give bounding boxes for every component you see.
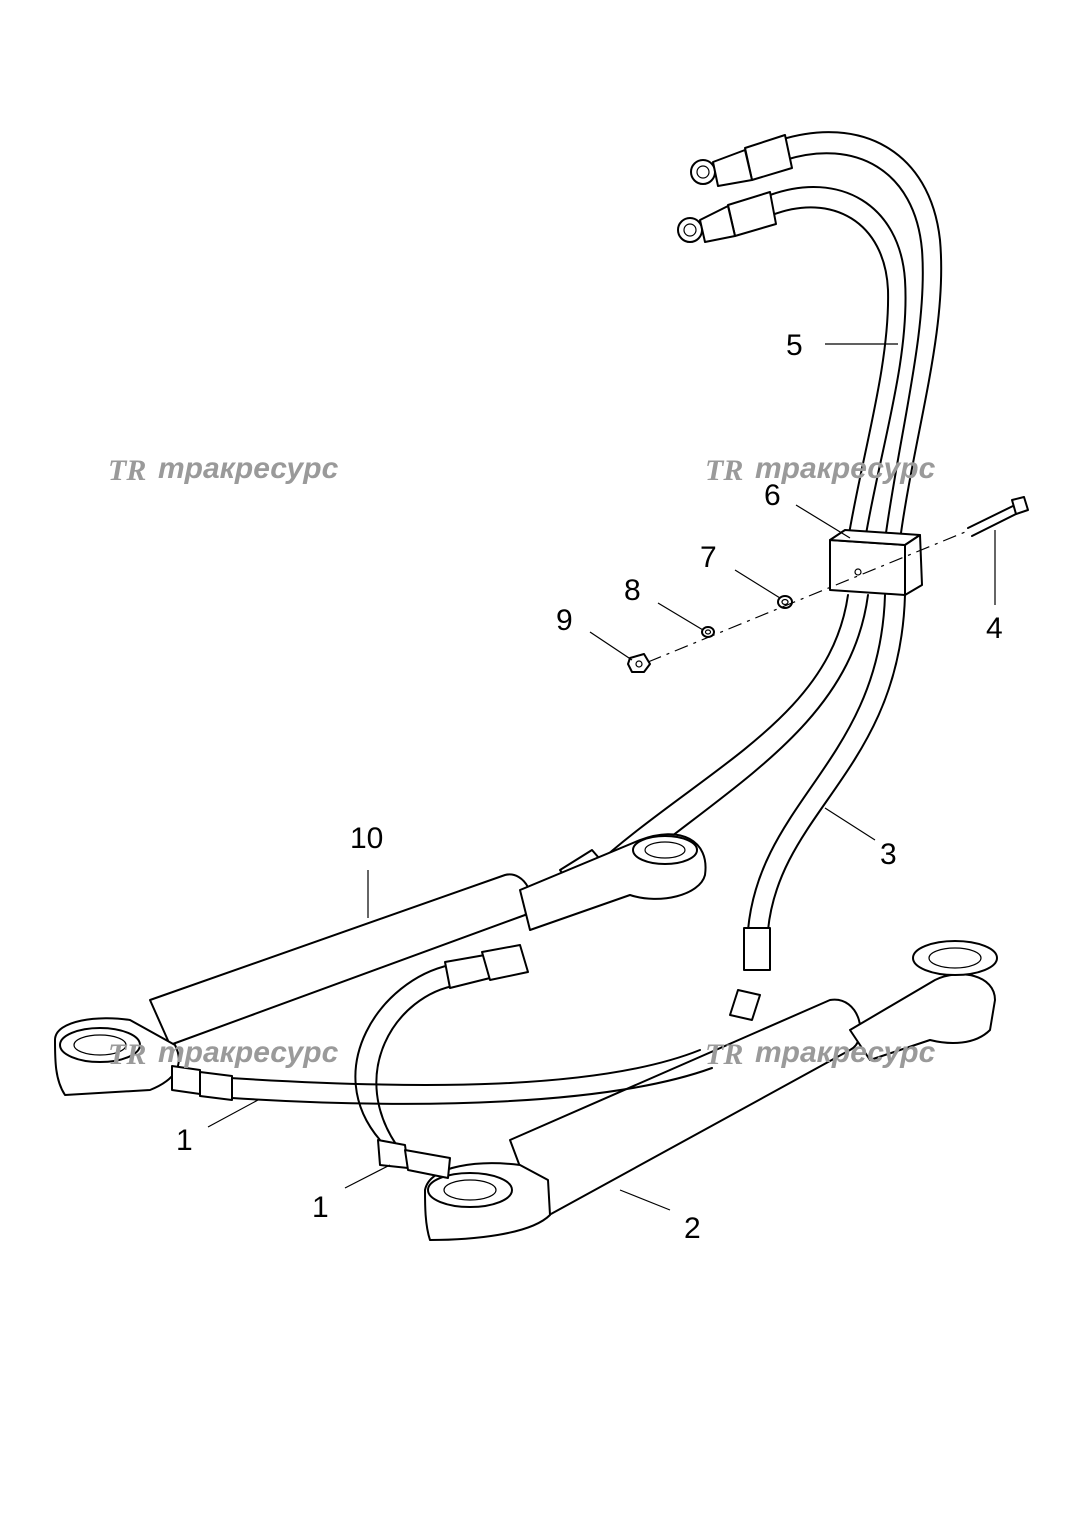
bolt-axis-line bbox=[647, 529, 971, 663]
clamp-block bbox=[829, 529, 923, 596]
callout-8: 8 bbox=[624, 574, 641, 607]
svg-text:тракресурс: тракресурс bbox=[158, 1036, 339, 1069]
cylinder-2 bbox=[424, 940, 998, 1241]
hose-3 bbox=[729, 594, 906, 1021]
bolt bbox=[967, 496, 1029, 537]
leader-lines bbox=[207, 343, 996, 1211]
callout-1-upper: 1 bbox=[176, 1124, 193, 1157]
callout-4: 4 bbox=[986, 612, 1003, 645]
watermark-bottom-right: TR тракресурс bbox=[705, 1036, 936, 1071]
svg-text:TR: TR bbox=[705, 1038, 743, 1071]
fastener-set bbox=[627, 595, 793, 673]
hose-pair-upper bbox=[677, 131, 943, 541]
svg-text:тракресурс: тракресурс bbox=[158, 452, 339, 485]
callout-10: 10 bbox=[350, 822, 383, 855]
svg-text:TR: TR bbox=[108, 454, 146, 487]
svg-text:TR: TR bbox=[108, 1038, 146, 1071]
callout-5: 5 bbox=[786, 329, 803, 362]
callout-7: 7 bbox=[700, 541, 717, 574]
svg-text:TR: TR bbox=[705, 454, 743, 487]
svg-text:тракресурс: тракресурс bbox=[755, 452, 936, 485]
callout-6: 6 bbox=[764, 479, 781, 512]
cylinder-10 bbox=[54, 833, 707, 1096]
callout-1-lower: 1 bbox=[312, 1191, 329, 1224]
watermark-top-left: TR тракресурс bbox=[108, 452, 339, 487]
watermark-bottom-left: TR тракресурс bbox=[108, 1036, 339, 1071]
hose-1-long bbox=[171, 1049, 713, 1105]
callout-9: 9 bbox=[556, 604, 573, 637]
hose-1-short bbox=[354, 944, 529, 1179]
callout-3: 3 bbox=[880, 838, 897, 871]
svg-text:тракресурс: тракресурс bbox=[755, 1036, 936, 1069]
callout-2: 2 bbox=[684, 1212, 701, 1245]
watermark-top-right: TR тракресурс bbox=[705, 452, 936, 487]
